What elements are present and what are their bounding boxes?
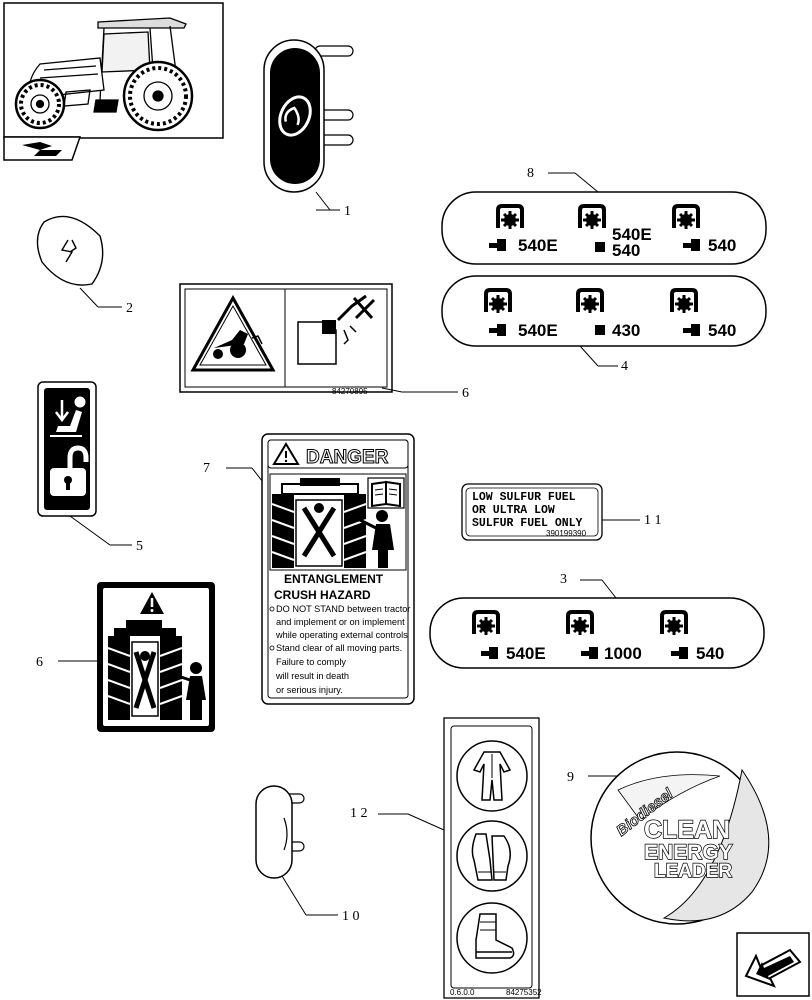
danger-header: DANGER bbox=[306, 447, 389, 468]
round-cap bbox=[36, 215, 104, 286]
coverall-icon bbox=[456, 740, 528, 812]
callout-6-upper: 6 bbox=[462, 386, 469, 401]
callout-3: 3 bbox=[560, 572, 567, 587]
fuel-part-number: 390199390 bbox=[546, 529, 587, 538]
danger-line-2: and implement or on implement bbox=[276, 617, 405, 627]
ppe-code: 0.6.0.0 bbox=[450, 988, 475, 997]
pto-label-1: 540E bbox=[506, 644, 546, 663]
next-page-corner[interactable] bbox=[736, 932, 810, 997]
callout-6-lower: 6 bbox=[36, 655, 43, 670]
fuel-line-2: OR ULTRA LOW bbox=[472, 504, 555, 517]
ppe-part-number: 84275352 bbox=[506, 988, 542, 997]
seat-release-decal bbox=[37, 381, 97, 517]
pto-label-3: 540 bbox=[708, 321, 736, 340]
boot-icon bbox=[456, 902, 528, 974]
ppe-decal: 0.6.0.0 84275352 bbox=[443, 717, 542, 999]
small-oval-cap bbox=[255, 785, 305, 879]
entanglement-illustration bbox=[107, 620, 206, 720]
square-icon bbox=[595, 325, 605, 335]
danger-line-5: Failure to comply bbox=[276, 657, 346, 667]
arrow-down-left-icon[interactable] bbox=[744, 948, 802, 988]
callout-2: 2 bbox=[126, 301, 133, 316]
pto-label-3: 540 bbox=[708, 236, 736, 255]
callout-11: 1 1 bbox=[644, 513, 662, 528]
manual-book-icon bbox=[371, 480, 401, 508]
pto-decal-3: 540E 1000 540 bbox=[429, 597, 765, 669]
unlock-icon bbox=[50, 445, 89, 496]
warning-triangle-icon bbox=[140, 592, 164, 614]
danger-line-3: while operating external controls bbox=[275, 630, 408, 640]
danger-line-1: DO NOT STAND between tractor bbox=[276, 604, 410, 614]
book-page-icon bbox=[22, 142, 62, 156]
danger-line-4: Stand clear of all moving parts. bbox=[276, 643, 402, 653]
fuel-decal: LOW SULFUR FUEL OR ULTRA LOW SULFUR FUEL… bbox=[461, 483, 603, 541]
logo-icon bbox=[278, 95, 312, 137]
pto-decal-4: 540E 430 540 bbox=[441, 275, 767, 347]
pto-label-1: 540E bbox=[518, 321, 558, 340]
danger-decal: DANGER bbox=[261, 433, 415, 705]
biodiesel-decal: Biodiesel CLEAN ENERGY LEADER bbox=[590, 751, 770, 925]
entanglement-illustration bbox=[269, 473, 407, 571]
pto-decal-8: 540E 540E 540 540 bbox=[441, 191, 767, 265]
warning-triangle-icon bbox=[190, 294, 276, 372]
fuel-line-1: LOW SULFUR FUEL bbox=[472, 491, 576, 504]
callout-1: 1 bbox=[344, 204, 351, 219]
callout-9: 9 bbox=[567, 770, 574, 785]
biodiesel-line-3: LEADER bbox=[654, 861, 732, 882]
square-icon bbox=[595, 242, 605, 252]
pto-label-2: 430 bbox=[612, 321, 640, 340]
warning-triangle-icon bbox=[272, 442, 300, 465]
warning-decal-6-lower bbox=[97, 582, 215, 732]
pto-label-2-top: 540E bbox=[612, 225, 652, 244]
biodiesel-line-1: CLEAN bbox=[644, 816, 730, 844]
fuel-line-3: SULFUR FUEL ONLY bbox=[472, 517, 583, 530]
pto-label-1: 540E bbox=[518, 236, 558, 255]
callout-10: 1 0 bbox=[342, 909, 360, 924]
person-icon bbox=[177, 662, 206, 720]
person-icon bbox=[359, 510, 394, 568]
pto-label-2-bottom: 540 bbox=[612, 241, 640, 260]
callout-4: 4 bbox=[621, 359, 628, 374]
callout-8: 8 bbox=[527, 166, 534, 181]
pto-label-2: 1000 bbox=[604, 644, 642, 663]
danger-title-1: ENTANGLEMENT bbox=[284, 572, 384, 586]
tractor-rollover-icon bbox=[213, 330, 263, 359]
emblem-badge bbox=[263, 39, 354, 193]
danger-title-2: CRUSH HAZARD bbox=[274, 588, 371, 602]
decal-part-number: 84270895 bbox=[332, 387, 368, 396]
warning-decal-6: 84270895 bbox=[179, 283, 393, 396]
pto-label-3: 540 bbox=[696, 644, 724, 663]
danger-line-6: will result in death bbox=[275, 671, 349, 681]
danger-line-7: or serious injury. bbox=[276, 685, 343, 695]
seated-person-icon bbox=[50, 396, 86, 437]
tractor-icon bbox=[14, 17, 194, 132]
pinch-point-icon bbox=[297, 294, 376, 365]
callout-12: 1 2 bbox=[350, 806, 368, 821]
callout-7: 7 bbox=[203, 461, 210, 476]
callout-5: 5 bbox=[136, 539, 143, 554]
gloves-icon bbox=[456, 820, 528, 892]
biodiesel-line-2: ENERGY bbox=[644, 841, 733, 864]
tractor-thumbnail bbox=[3, 2, 224, 161]
